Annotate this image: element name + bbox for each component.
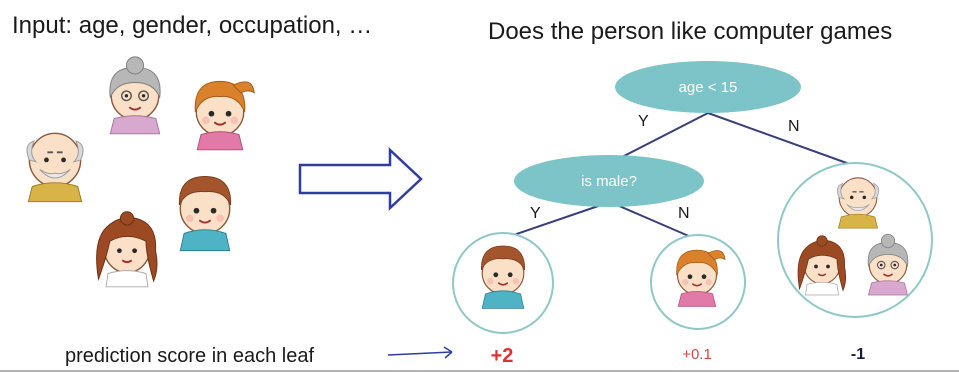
leaf-score-1: +2 bbox=[491, 345, 514, 367]
leaf-grandpa-figure bbox=[836, 177, 880, 229]
tree-question: Does the person like computer games bbox=[488, 18, 893, 45]
leaf-score-2: +0.1 bbox=[682, 346, 712, 363]
girl-figure bbox=[194, 80, 256, 151]
score-pointer-arrow bbox=[387, 351, 453, 356]
child-node-label: is male? bbox=[581, 173, 637, 190]
prediction-score-label: prediction score in each leaf bbox=[65, 345, 315, 367]
root-yes-label: Y bbox=[638, 113, 649, 130]
leaf-score-3: -1 bbox=[851, 346, 865, 363]
child-node bbox=[514, 155, 704, 207]
root-node bbox=[615, 61, 801, 113]
arrow-head-icon bbox=[443, 346, 453, 359]
input-description: Input: age, gender, occupation, … bbox=[12, 12, 373, 39]
grandma-figure bbox=[108, 55, 162, 135]
child-yes-label: Y bbox=[530, 205, 541, 222]
root-node-label: age < 15 bbox=[679, 79, 738, 96]
leaf-boy-figure bbox=[480, 245, 526, 310]
child-no-label: N bbox=[678, 205, 690, 222]
boy-figure bbox=[178, 175, 232, 252]
grandpa-figure bbox=[25, 132, 85, 203]
tree-edges bbox=[504, 112, 856, 241]
root-no-label: N bbox=[788, 118, 800, 135]
arrow-right-icon bbox=[298, 147, 423, 211]
woman-figure bbox=[95, 210, 158, 288]
